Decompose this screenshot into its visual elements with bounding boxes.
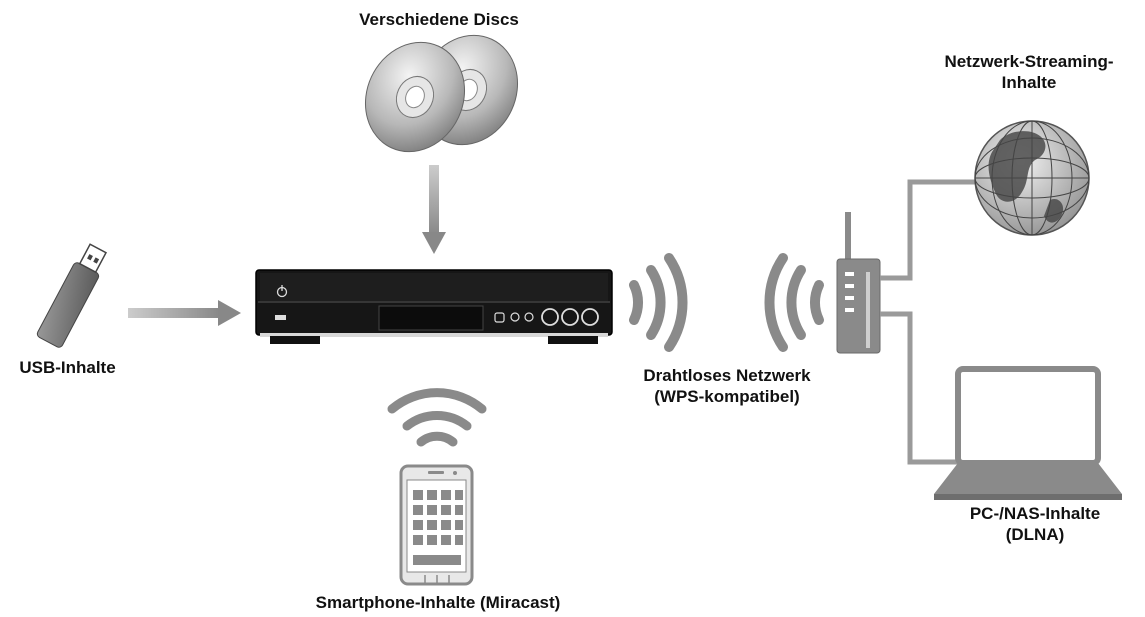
label-streaming: Netzwerk-Streaming- Inhalte — [918, 51, 1140, 93]
label-pc-line1: PC-/NAS-Inhalte — [969, 504, 1101, 523]
disc-icon — [364, 34, 519, 153]
label-usb: USB-Inhalte — [19, 358, 116, 377]
wireless-waves-player — [629, 253, 688, 352]
label-pc-line2: (DLNA) — [1005, 525, 1065, 544]
smartphone-icon — [399, 464, 474, 586]
cable-lines — [880, 179, 980, 465]
label-discs: Verschiedene Discs — [359, 10, 519, 29]
arrow-down — [422, 165, 446, 254]
wireless-waves-router — [764, 253, 824, 352]
label-smartphone: Smartphone-Inhalte (Miracast) — [315, 593, 561, 612]
arrow-right — [128, 300, 241, 326]
usb-stick-icon — [36, 243, 108, 348]
label-wireless-line2: (WPS-kompatibel) — [654, 387, 800, 406]
label-wireless-line1: Drahtloses Netzwerk — [643, 366, 811, 385]
label-wireless: Drahtloses Netzwerk (WPS-kompatibel) — [617, 365, 837, 407]
label-pc: PC-/NAS-Inhalte (DLNA) — [930, 503, 1140, 545]
label-streaming-line2: Inhalte — [1001, 73, 1057, 92]
label-streaming-line1: Netzwerk-Streaming- — [944, 52, 1114, 71]
router-icon — [836, 212, 881, 354]
globe-icon — [974, 120, 1090, 236]
player-icon — [255, 269, 613, 344]
wifi-icon — [387, 388, 487, 447]
laptop-icon — [934, 366, 1122, 500]
